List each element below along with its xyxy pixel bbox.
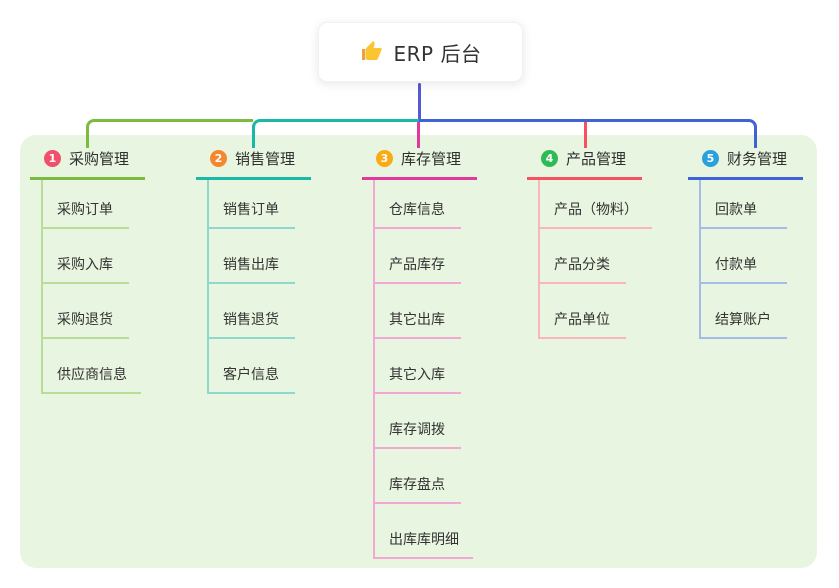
child-node[interactable]: 其它出库 (375, 284, 461, 339)
branch-number-badge: 1 (44, 149, 61, 167)
child-node[interactable]: 库存盘点 (375, 449, 461, 504)
connector-branch-inventory (417, 122, 420, 148)
connector-branch-sales (252, 119, 419, 148)
branch-children: 仓库信息 产品库存 其它出库 其它入库 库存调拨 库存盘点 出库库明细 (373, 180, 473, 559)
child-label: 供应商信息 (57, 367, 127, 383)
child-node[interactable]: 库存调拨 (375, 394, 461, 449)
child-node[interactable]: 出库库明细 (375, 504, 473, 559)
child-node[interactable]: 供应商信息 (43, 339, 141, 394)
child-label: 产品单位 (554, 312, 610, 328)
branch-product: 4 产品管理 产品（物料） 产品分类 产品单位 (527, 148, 652, 339)
child-label: 产品库存 (389, 257, 445, 273)
child-node[interactable]: 回款单 (701, 180, 787, 229)
branch-children: 采购订单 采购入库 采购退货 供应商信息 (41, 180, 141, 394)
branch-children: 销售订单 销售出库 销售退货 客户信息 (207, 180, 295, 394)
child-label: 采购退货 (57, 312, 113, 328)
child-label: 结算账户 (715, 312, 771, 328)
branch-children: 回款单 付款单 结算账户 (699, 180, 787, 339)
child-label: 产品分类 (554, 257, 610, 273)
child-node[interactable]: 产品单位 (540, 284, 626, 339)
branch-label: 财务管理 (727, 149, 788, 168)
child-label: 出库库明细 (389, 532, 459, 548)
child-label: 销售出库 (223, 257, 279, 273)
child-node[interactable]: 结算账户 (701, 284, 787, 339)
child-label: 库存调拨 (389, 422, 445, 438)
child-label: 回款单 (715, 202, 757, 218)
child-node[interactable]: 采购入库 (43, 229, 129, 284)
child-label: 采购订单 (57, 202, 113, 218)
connector-branch-product (584, 122, 587, 148)
root-node[interactable]: ERP 后台 (318, 22, 523, 82)
child-label: 销售订单 (223, 202, 279, 218)
branch-node-purchase[interactable]: 1 采购管理 (30, 148, 146, 180)
branch-purchase: 1 采购管理 采购订单 采购入库 采购退货 供应商信息 (30, 148, 146, 394)
branch-sales: 2 销售管理 销售订单 销售出库 销售退货 客户信息 (196, 148, 312, 394)
branch-number-badge: 3 (376, 149, 393, 167)
branch-node-product[interactable]: 4 产品管理 (527, 148, 643, 180)
child-node[interactable]: 仓库信息 (375, 180, 461, 229)
branch-number-badge: 2 (210, 149, 227, 167)
child-label: 采购入库 (57, 257, 113, 273)
branch-label: 采购管理 (69, 149, 130, 168)
child-label: 其它入库 (389, 367, 445, 383)
child-node[interactable]: 其它入库 (375, 339, 461, 394)
mindmap-board-background (20, 135, 817, 568)
child-node[interactable]: 产品库存 (375, 229, 461, 284)
thumbs-up-icon (360, 40, 384, 64)
child-node[interactable]: 产品（物料） (540, 180, 652, 229)
child-node[interactable]: 销售出库 (209, 229, 295, 284)
child-label: 库存盘点 (389, 477, 445, 493)
child-label: 付款单 (715, 257, 757, 273)
root-title: ERP 后台 (393, 41, 482, 66)
branch-label: 销售管理 (235, 149, 296, 168)
child-node[interactable]: 客户信息 (209, 339, 295, 394)
branch-node-inventory[interactable]: 3 库存管理 (362, 148, 478, 180)
branch-node-sales[interactable]: 2 销售管理 (196, 148, 312, 180)
child-label: 其它出库 (389, 312, 445, 328)
child-node[interactable]: 采购退货 (43, 284, 129, 339)
branch-node-finance[interactable]: 5 财务管理 (688, 148, 804, 180)
connector-root (418, 83, 421, 120)
connector-branch-purchase (86, 119, 253, 148)
branch-label: 产品管理 (566, 149, 627, 168)
branch-number-badge: 4 (541, 149, 558, 167)
child-node[interactable]: 销售订单 (209, 180, 295, 229)
branch-finance: 5 财务管理 回款单 付款单 结算账户 (688, 148, 804, 339)
child-node[interactable]: 付款单 (701, 229, 787, 284)
child-node[interactable]: 销售退货 (209, 284, 295, 339)
branch-children: 产品（物料） 产品分类 产品单位 (538, 180, 652, 339)
child-label: 产品（物料） (554, 202, 638, 218)
branch-inventory: 3 库存管理 仓库信息 产品库存 其它出库 其它入库 库存调拨 库存盘点 出库库… (362, 148, 478, 559)
child-node[interactable]: 产品分类 (540, 229, 626, 284)
child-node[interactable]: 采购订单 (43, 180, 129, 229)
child-label: 销售退货 (223, 312, 279, 328)
connector-branch-finance (419, 119, 757, 148)
branch-label: 库存管理 (401, 149, 462, 168)
child-label: 仓库信息 (389, 202, 445, 218)
branch-number-badge: 5 (702, 149, 719, 167)
child-label: 客户信息 (223, 367, 279, 383)
